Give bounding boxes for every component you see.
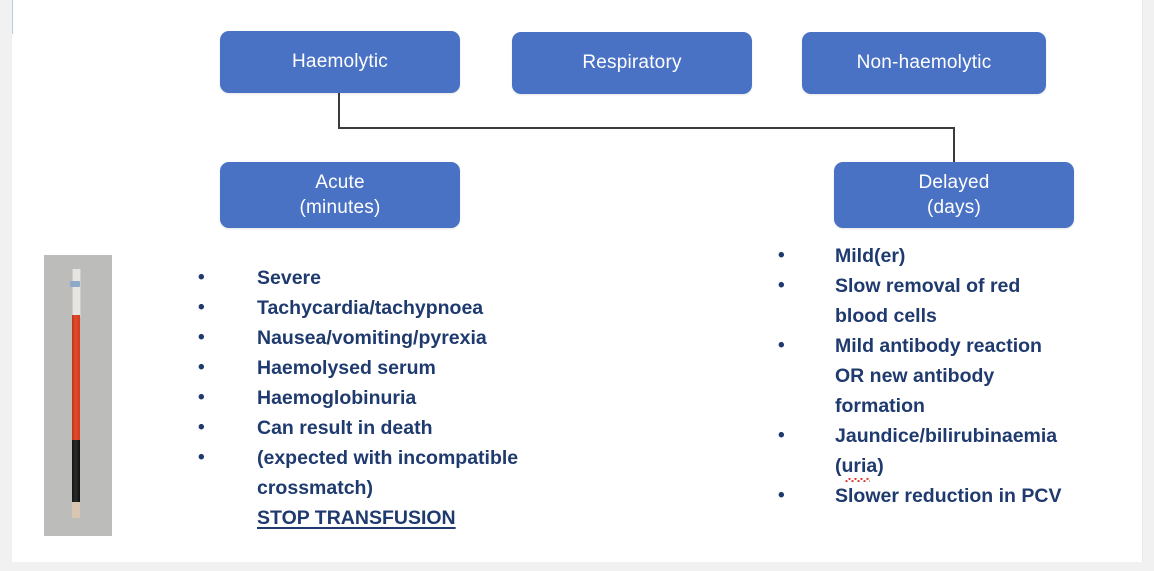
bullet-icon: •: [198, 447, 205, 468]
bullet-icon: •: [778, 425, 785, 446]
connector-haemolytic-vertical: [338, 93, 340, 129]
node-acute[interactable]: Acute (minutes): [220, 162, 460, 228]
connector-acute-vertical: [12, 0, 13, 34]
list-item: • Tachycardia/tachypnoea: [182, 293, 602, 323]
node-haemolytic-label: Haemolytic: [292, 51, 388, 73]
tube-glass-segment: [72, 269, 81, 317]
list-item-label: Jaundice/bilirubinaemia: [835, 425, 1058, 447]
list-item-label: Slower reduction in PCV: [835, 485, 1062, 507]
list-item: • Severe: [182, 263, 602, 293]
list-item-label: Tachycardia/tachypnoea: [257, 297, 484, 319]
bullet-icon: •: [762, 301, 835, 331]
bullet-icon: •: [778, 485, 785, 506]
list-item: •crossmatch): [182, 473, 602, 503]
list-item: • Slower reduction in PCV: [762, 481, 1142, 511]
list-item: • Mild antibody reaction: [762, 331, 1142, 361]
bullet-icon: •: [198, 417, 205, 438]
slide-canvas: Haemolytic Respiratory Non-haemolytic Ac…: [12, 0, 1143, 562]
list-item-label: Mild(er): [835, 245, 906, 267]
list-item-label: Mild antibody reaction: [835, 335, 1042, 357]
node-delayed-label-secondary: (days): [927, 197, 981, 218]
node-delayed[interactable]: Delayed (days): [834, 162, 1074, 228]
bullet-icon: •: [198, 327, 205, 348]
node-non-haemolytic-label: Non-haemolytic: [856, 52, 992, 74]
list-item-label: Severe: [257, 267, 321, 289]
bullet-icon: •: [762, 361, 835, 391]
list-item: •(uria): [762, 451, 1142, 482]
node-haemolytic[interactable]: Haemolytic: [220, 31, 460, 93]
list-item: •OR new antibody: [762, 361, 1142, 391]
list-item: • Haemolysed serum: [182, 353, 602, 383]
list-item: • Slow removal of red: [762, 271, 1142, 301]
haematocrit-tube-photo: [44, 255, 112, 536]
list-item-label: crossmatch): [257, 477, 373, 499]
list-item: •blood cells: [762, 301, 1142, 331]
list-item-label: Can result in death: [257, 417, 433, 439]
bullet-icon: •: [778, 335, 785, 356]
bullet-icon: •: [198, 267, 205, 288]
node-non-haemolytic[interactable]: Non-haemolytic: [802, 32, 1046, 94]
bullet-icon: •: [778, 275, 785, 296]
list-item-label: (expected with incompatible: [257, 447, 519, 469]
list-item-label: Nausea/vomiting/pyrexia: [257, 327, 487, 349]
list-item: • Mild(er): [762, 241, 1142, 271]
list-item: • Jaundice/bilirubinaemia: [762, 421, 1142, 451]
list-item: • Can result in death: [182, 413, 602, 443]
list-item-label: Haemolysed serum: [257, 357, 436, 379]
connector-horizontal-branch: [338, 127, 955, 129]
list-item: • Nausea/vomiting/pyrexia: [182, 323, 602, 353]
tube-haemolysed-plasma: [72, 315, 80, 440]
bullet-icon: •: [198, 357, 205, 378]
list-item-label: formation: [835, 395, 925, 417]
bullet-icon: •: [198, 387, 205, 408]
node-respiratory[interactable]: Respiratory: [512, 32, 752, 94]
list-item-label: (uria): [835, 451, 1142, 482]
list-item: • (expected with incompatible: [182, 443, 602, 473]
node-acute-label-primary: Acute: [315, 171, 365, 193]
node-acute-label-secondary: (minutes): [299, 197, 381, 218]
tube-sealant-plug: [72, 502, 80, 518]
node-respiratory-label: Respiratory: [582, 52, 682, 74]
connector-delayed-vertical: [953, 127, 955, 163]
bullet-icon: •: [182, 473, 257, 503]
list-item-label: STOP TRANSFUSION: [257, 507, 456, 529]
bullet-icon: •: [182, 503, 257, 533]
bullet-icon: •: [762, 451, 835, 481]
list-item: •formation: [762, 391, 1142, 421]
acute-symptom-list: • Severe • Tachycardia/tachypnoea • Nausea/vo…: [182, 263, 602, 533]
tube-packed-cells: [72, 440, 80, 502]
list-item-label: Slow removal of red: [835, 275, 1021, 297]
tube-label-mark: [70, 281, 80, 287]
bullet-icon: •: [778, 245, 785, 266]
list-item: •STOP TRANSFUSION: [182, 503, 602, 533]
delayed-symptom-list: •Mild(er)•Slow removal of red•blood cell…: [762, 241, 1142, 511]
bullet-icon: •: [762, 391, 835, 421]
spellcheck-underline: uria: [842, 451, 877, 482]
node-delayed-label-primary: Delayed: [918, 171, 990, 193]
list-item-label: Haemoglobinuria: [257, 387, 417, 409]
list-item-label: OR new antibody: [835, 365, 995, 387]
list-item: • Haemoglobinuria: [182, 383, 602, 413]
list-item-label: blood cells: [835, 305, 937, 327]
bullet-icon: •: [198, 297, 205, 318]
